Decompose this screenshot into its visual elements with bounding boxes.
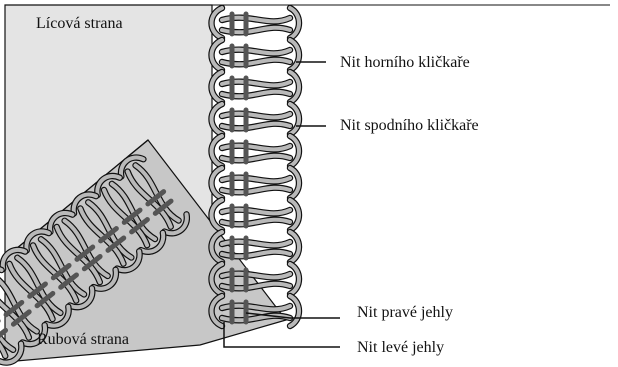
left-edge-loop bbox=[212, 168, 223, 198]
left-needle-thread-label: Nit levé jehly bbox=[357, 340, 444, 356]
left-edge-loop bbox=[212, 200, 223, 230]
left-edge-loop bbox=[212, 72, 223, 102]
right-needle-thread-label: Nit pravé jehly bbox=[357, 305, 453, 321]
vertical-overlock-stitches bbox=[212, 8, 300, 326]
back-side-label: Rubová strana bbox=[37, 332, 129, 348]
left-edge-loop bbox=[212, 40, 223, 70]
left-edge-loop bbox=[212, 104, 223, 134]
lower-looper-thread-label: Nit spodního kličkaře bbox=[340, 118, 479, 134]
left-edge-loop bbox=[212, 136, 223, 166]
left-edge-loop bbox=[212, 8, 223, 38]
upper-looper-thread-label: Nit horního kličkaře bbox=[340, 55, 470, 71]
face-side-label: Lícová strana bbox=[36, 16, 123, 32]
